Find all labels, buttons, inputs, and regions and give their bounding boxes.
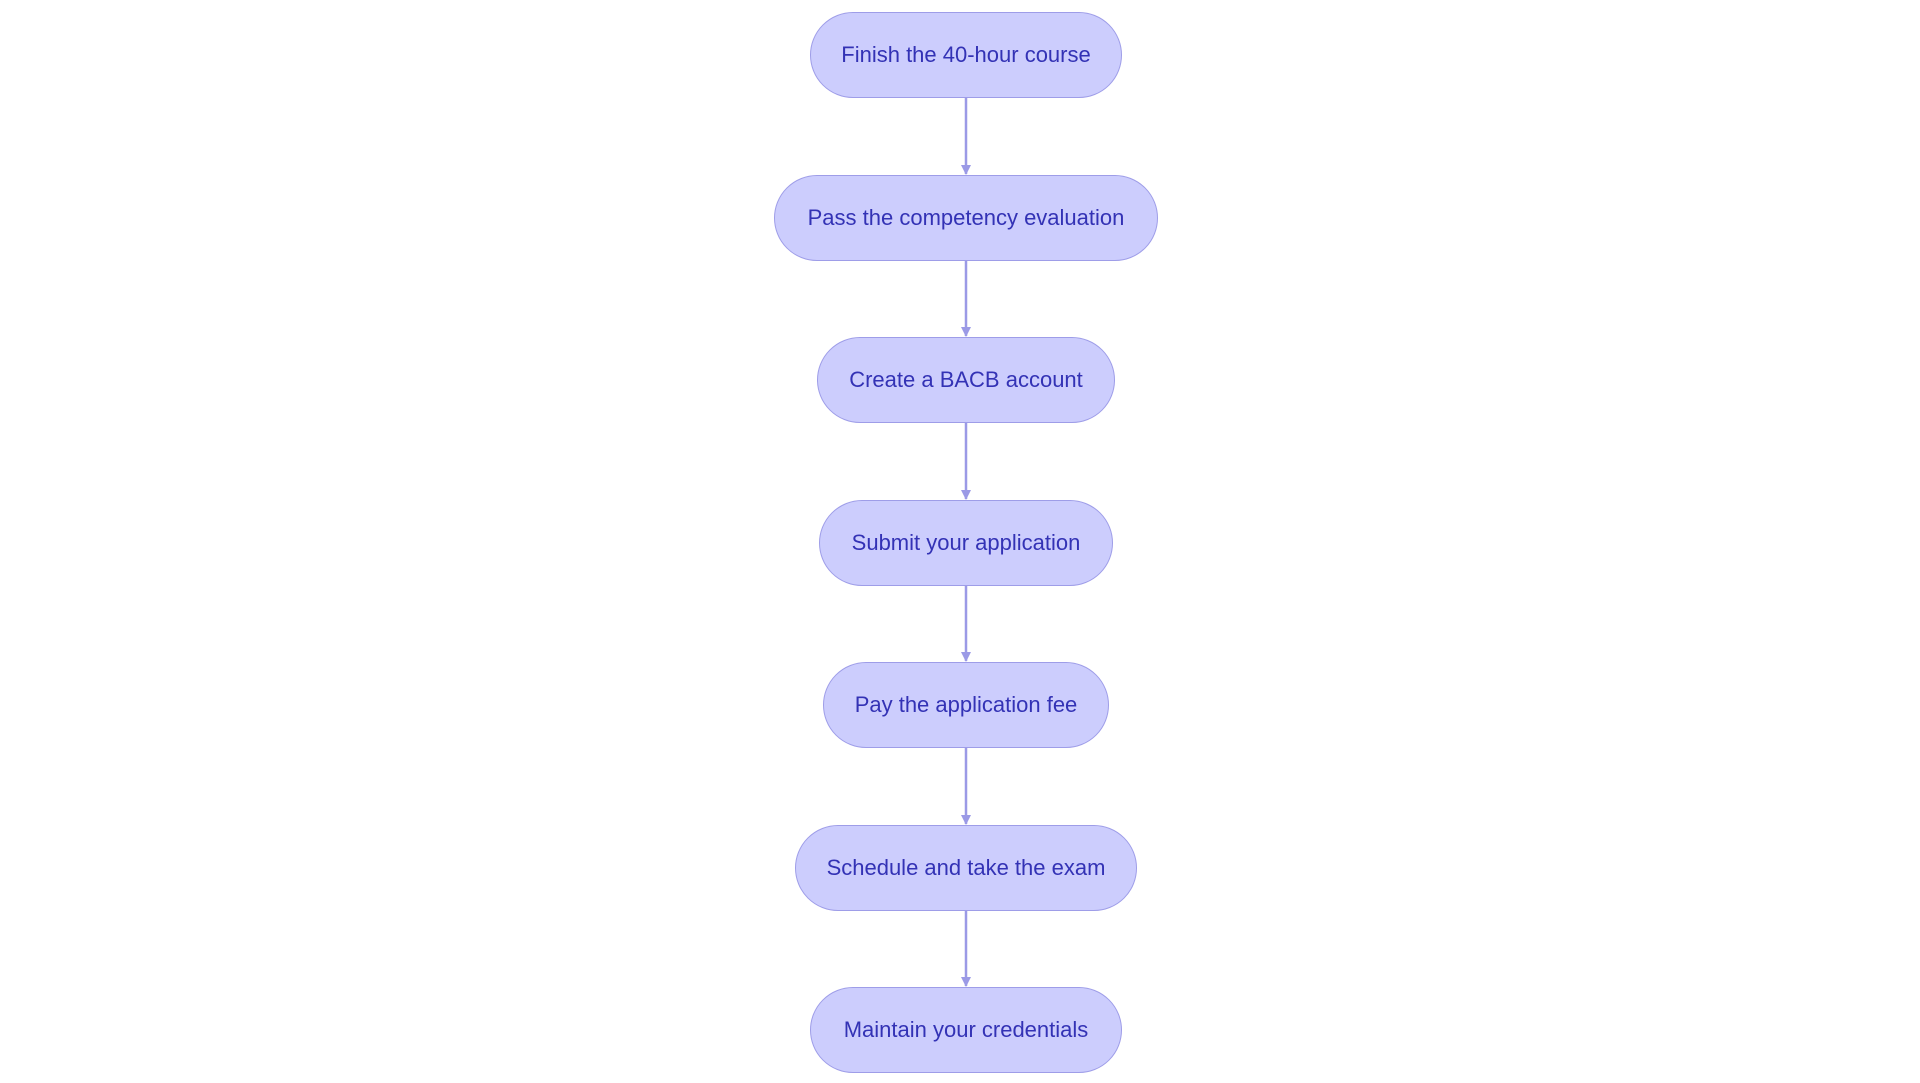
step-node-submit-application: Submit your application: [819, 500, 1113, 586]
step-node-maintain-credentials: Maintain your credentials: [810, 987, 1122, 1073]
step-node-finish-course: Finish the 40-hour course: [810, 12, 1122, 98]
step-label: Pass the competency evaluation: [807, 205, 1125, 230]
step-node-pay-fee: Pay the application fee: [823, 662, 1109, 748]
step-label: Submit your application: [851, 530, 1081, 555]
step-label: Create a BACB account: [849, 367, 1083, 392]
step-label: Schedule and take the exam: [826, 855, 1106, 880]
step-label: Finish the 40-hour course: [841, 42, 1091, 67]
step-node-schedule-exam: Schedule and take the exam: [795, 825, 1137, 911]
step-label: Pay the application fee: [854, 692, 1078, 717]
step-label: Maintain your credentials: [843, 1017, 1089, 1042]
step-node-pass-evaluation: Pass the competency evaluation: [774, 175, 1158, 261]
step-node-create-account: Create a BACB account: [817, 337, 1115, 423]
